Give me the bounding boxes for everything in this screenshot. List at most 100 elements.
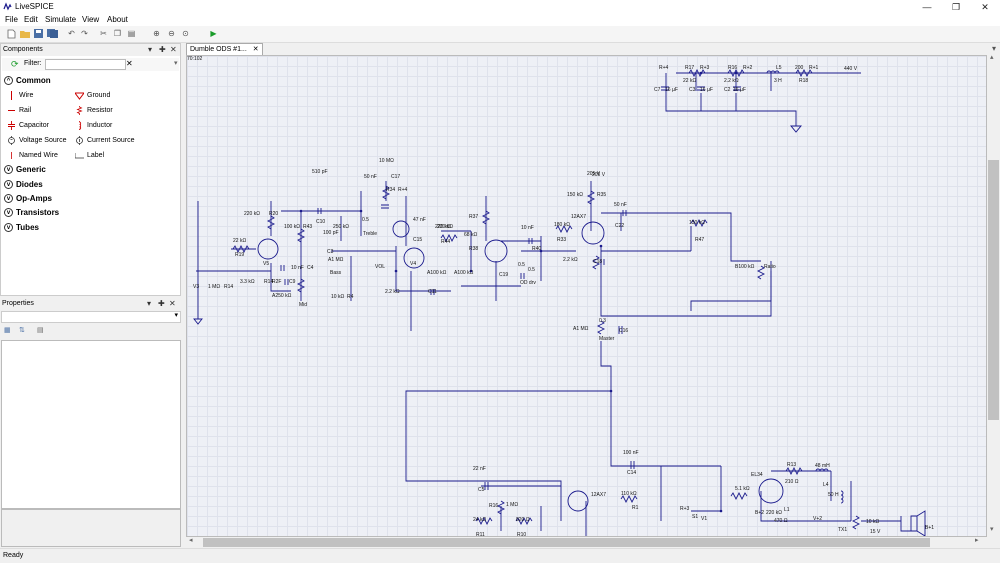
component-label: 2.2 kΩ <box>385 289 400 295</box>
object-selector[interactable]: ▾ <box>1 311 181 323</box>
component-label: 68 kΩ <box>464 232 478 238</box>
component-capacitor[interactable]: Capacitor <box>7 121 49 130</box>
minimize-button[interactable]: — <box>922 2 932 12</box>
open-icon[interactable] <box>19 28 30 39</box>
component-label: C16 <box>619 328 629 334</box>
close-panel-icon[interactable]: ✕ <box>169 299 176 308</box>
filter-dropdown-icon[interactable]: ▾ <box>174 60 178 67</box>
component-named-wire[interactable]: Named Wire <box>7 151 58 160</box>
pin-icon[interactable]: ✚ <box>159 45 166 54</box>
zoom-fit-icon[interactable]: ⊙ <box>182 29 189 38</box>
menu-file[interactable]: File <box>5 15 18 24</box>
component-current-source[interactable]: Current Source <box>75 136 134 145</box>
window-title: LiveSPICE <box>15 2 54 11</box>
app-icon <box>3 2 12 11</box>
scroll-down-icon[interactable]: ▾ <box>990 526 994 533</box>
category-common[interactable]: ^ Common <box>4 76 51 85</box>
horizontal-scrollbar[interactable]: ◂ ▸ <box>186 537 987 548</box>
component-label: 220 kΩ <box>766 510 782 516</box>
category-transistors[interactable]: v Transistors <box>4 208 59 217</box>
close-window-button[interactable]: ✕ <box>981 1 989 12</box>
category-diodes[interactable]: v Diodes <box>4 180 43 189</box>
menu-about[interactable]: About <box>107 15 128 24</box>
zoom-out-icon[interactable]: ⊖ <box>168 29 175 38</box>
component-label: Ratio <box>764 264 776 270</box>
category-op-amps[interactable]: v Op-Amps <box>4 194 52 203</box>
component-voltage-source[interactable]: Voltage Source <box>7 136 66 145</box>
scroll-up-icon[interactable]: ▴ <box>990 54 994 61</box>
cut-icon[interactable]: ✂ <box>100 29 107 38</box>
component-label: V3 <box>193 284 200 290</box>
component-ground[interactable]: Ground <box>75 91 110 100</box>
component-label: 50 nF <box>364 174 377 180</box>
component-label: C19 <box>499 272 509 278</box>
alphabetical-sort-icon[interactable]: ⇅ <box>19 327 25 334</box>
menu-view[interactable]: View <box>82 15 100 24</box>
categorized-sort-icon[interactable]: ▦ <box>4 327 11 334</box>
components-panel-header: Components <box>1 44 180 56</box>
component-label: R14 <box>224 284 234 290</box>
component-label: C9 <box>289 279 296 285</box>
panel-dropdown-icon[interactable]: ▾ <box>147 299 152 308</box>
paste-icon[interactable]: ▤ <box>127 29 136 38</box>
component-label: B+1 <box>925 525 935 531</box>
component-label: 22 kΩ <box>683 78 697 84</box>
vertical-scrollbar[interactable]: ▴ ▾ <box>987 54 1000 537</box>
save-all-icon[interactable] <box>47 28 58 39</box>
component-label: R+2 <box>743 65 753 71</box>
component-label: Bass <box>330 270 342 276</box>
status-bar: Ready <box>0 548 1000 563</box>
component-label: 3 H <box>774 78 782 84</box>
simulate-icon[interactable]: ▶ <box>210 29 217 38</box>
vertical-scroll-thumb[interactable] <box>988 160 999 420</box>
schematic-drawing <box>193 68 926 536</box>
component-inductor[interactable]: Inductor <box>75 121 112 130</box>
redo-icon[interactable]: ↷ <box>81 29 88 38</box>
component-label: R+4 <box>659 65 669 71</box>
component-label: 0.5 <box>518 262 525 268</box>
maximize-button[interactable]: ❐ <box>951 1 961 12</box>
component-label[interactable]: Label <box>75 151 104 160</box>
component-label: 2.2 kΩ <box>563 257 578 263</box>
component-label: R47 <box>695 237 705 243</box>
clear-filter-icon[interactable]: ✕ <box>126 59 133 68</box>
horizontal-scroll-thumb[interactable] <box>203 538 930 547</box>
component-label: 250 kΩ <box>333 224 349 230</box>
component-wire[interactable]: Wire <box>7 91 33 100</box>
property-grid[interactable] <box>1 340 181 509</box>
menu-simulate[interactable]: Simulate <box>45 15 77 24</box>
save-icon[interactable] <box>33 28 44 39</box>
new-icon[interactable] <box>6 28 17 39</box>
category-tubes[interactable]: v Tubes <box>4 223 39 232</box>
tab-dumble-ods[interactable]: Dumble ODS #1... ✕ <box>186 43 263 55</box>
undo-icon[interactable]: ↶ <box>68 29 75 38</box>
current-source-icon <box>76 136 83 145</box>
category-generic[interactable]: v Generic <box>4 165 46 174</box>
component-label: R14 <box>264 279 274 285</box>
panel-dropdown-icon[interactable]: ▾ <box>148 45 153 54</box>
component-rail[interactable]: Rail <box>7 106 31 115</box>
component-label: 16 µF <box>733 87 746 93</box>
scroll-left-icon[interactable]: ◂ <box>189 537 193 544</box>
component-resistor[interactable]: Resistor <box>75 106 113 115</box>
component-label: C5 <box>478 487 485 493</box>
filter-input[interactable] <box>45 59 126 70</box>
filter-row: ⟳ Filter: ✕ ▾ <box>2 58 179 71</box>
refresh-icon[interactable]: ⟳ <box>11 59 19 69</box>
scroll-right-icon[interactable]: ▸ <box>975 537 979 544</box>
component-label: 10 nF <box>521 225 534 231</box>
chevron-down-icon: ▾ <box>174 312 178 319</box>
pin-icon[interactable]: ✚ <box>158 299 165 308</box>
close-panel-icon[interactable]: ✕ <box>170 45 177 54</box>
component-label: 205 V <box>587 171 601 177</box>
properties-panel: Properties ▾ ✚ ✕ ▾ ▦ ⇅ ▤ <box>0 298 181 548</box>
copy-icon[interactable]: ❐ <box>113 29 122 38</box>
zoom-in-icon[interactable]: ⊕ <box>153 29 160 38</box>
tab-list-icon[interactable]: ▾ <box>992 44 997 53</box>
menu-edit[interactable]: Edit <box>24 15 38 24</box>
property-pages-icon[interactable]: ▤ <box>37 327 44 334</box>
component-label: L4 <box>823 482 829 488</box>
menu-bar: File Edit Simulate View About <box>0 14 1000 26</box>
close-tab-icon[interactable]: ✕ <box>252 46 259 53</box>
